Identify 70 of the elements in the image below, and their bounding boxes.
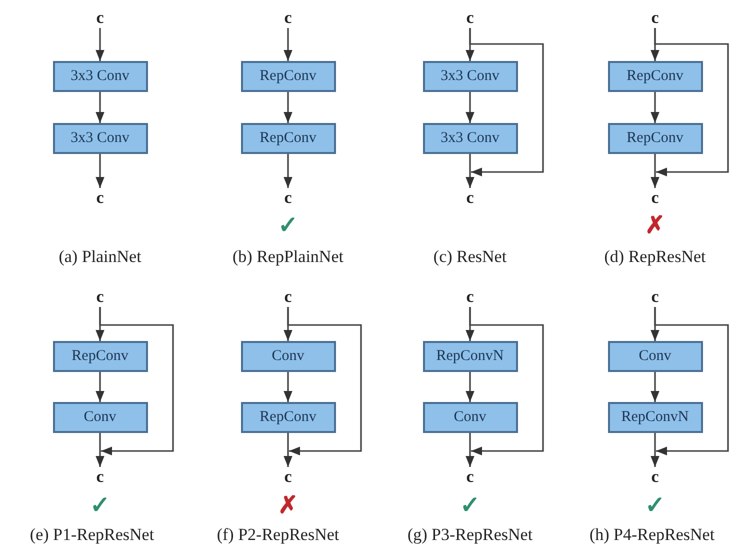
channel-label: c [462,287,478,307]
conv-layer-box: 3x3 Conv [422,123,518,154]
verdict-mark: ✓ [278,214,298,238]
arrow [650,372,660,402]
panel-caption: (d) RepResNet [604,247,706,267]
conv-layer-box: RepConv [608,61,702,92]
arrow [654,28,729,176]
channel-label: c [462,188,478,208]
channel-label: c [280,8,296,28]
arrow [284,372,292,402]
channel-label: c [462,467,478,487]
arrow [284,154,292,188]
arrow [466,92,474,123]
arrow [284,28,292,61]
arrow [650,433,660,467]
panel-caption: (h) P4-RepResNet [589,525,715,545]
channel-label: c [280,188,296,208]
arrow [284,92,292,123]
arrow [96,433,104,467]
arrow [466,154,474,188]
conv-layer-box: RepConv [52,341,148,372]
panel-caption: (f) P2-RepResNet [216,525,340,545]
arrow [284,433,292,467]
arrow [99,307,174,456]
panel-caption: (e) P1-RepResNet [30,525,154,545]
channel-label: c [92,467,108,487]
channel-label: c [280,467,296,487]
conv-layer-box: Conv [240,341,336,372]
arrow [96,154,104,188]
channel-label: c [92,188,108,208]
conv-layer-box: RepConv [608,123,702,154]
verdict-mark: ✗ [645,214,665,238]
conv-layer-box: 3x3 Conv [52,61,148,92]
verdict-mark: ✓ [90,494,110,518]
channel-label: c [647,287,663,307]
channel-label: c [647,467,663,487]
channel-label: c [462,8,478,28]
conv-layer-box: Conv [422,402,518,433]
channel-label: c [92,287,108,307]
arrow [96,372,104,402]
arrow [650,92,660,123]
panel-caption: (c) ResNet [433,247,507,267]
verdict-mark: ✓ [460,494,480,518]
verdict-mark: ✗ [278,494,298,518]
panel-caption: (b) RepPlainNet [232,247,344,267]
conv-layer-box: RepConvN [422,341,518,372]
channel-label: c [647,188,663,208]
arrow [654,307,729,456]
panel-caption: (g) P3-RepResNet [407,525,533,545]
verdict-mark: ✓ [645,494,665,518]
conv-layer-box: RepConv [240,61,336,92]
conv-layer-box: 3x3 Conv [52,123,148,154]
arrow [466,433,474,467]
channel-label: c [280,287,296,307]
conv-layer-box: RepConvN [608,402,702,433]
conv-layer-box: RepConv [240,402,336,433]
arrow [96,28,104,61]
arrow [469,307,544,456]
conv-layer-box: RepConv [240,123,336,154]
arrow [469,28,544,176]
conv-layer-box: Conv [608,341,702,372]
panel-caption: (a) PlainNet [58,247,142,267]
arrow [466,372,474,402]
arrow [287,307,362,456]
channel-label: c [92,8,108,28]
conv-layer-box: 3x3 Conv [422,61,518,92]
conv-layer-box: Conv [52,402,148,433]
arrow [96,92,104,123]
channel-label: c [647,8,663,28]
arrow [650,154,660,188]
